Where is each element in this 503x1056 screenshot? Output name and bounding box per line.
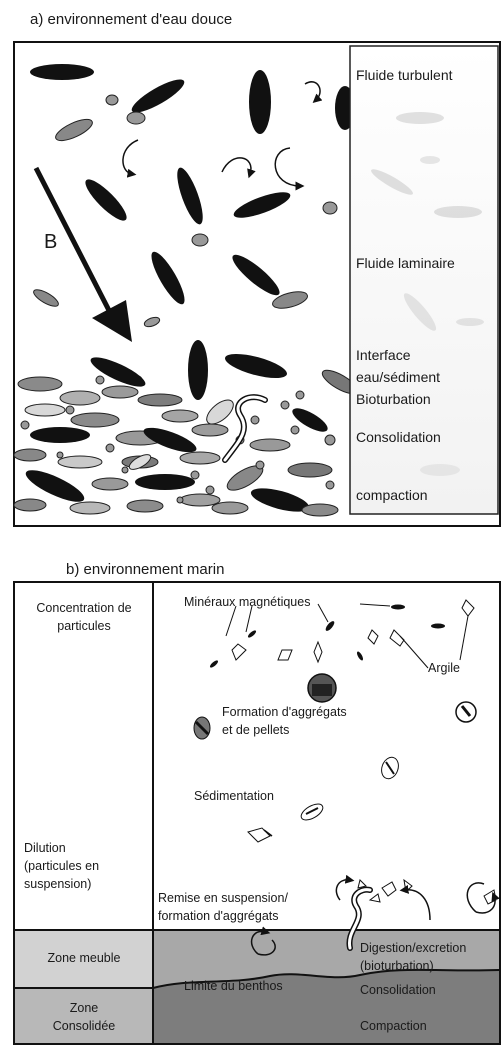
label-laminaire: Fluide laminaire xyxy=(356,255,455,271)
label-concentration-1: Concentration de xyxy=(36,601,131,615)
label-turbulent: Fluide turbulent xyxy=(356,67,453,83)
label-zone-consolidee-2: Consolidée xyxy=(53,1019,116,1033)
label-zone-consolidee-1: Zone xyxy=(70,1001,99,1015)
label-concentration-2: particules xyxy=(57,619,111,633)
label-remise-2: formation d'aggrégats xyxy=(158,909,279,923)
label-compaction-b: Compaction xyxy=(360,1019,427,1033)
label-interface-1: Interface xyxy=(356,347,411,363)
label-zone-meuble: Zone meuble xyxy=(48,951,121,965)
label-remise-1: Remise en suspension/ xyxy=(158,891,288,905)
label-mineraux: Minéraux magnétiques xyxy=(184,595,310,609)
label-sedimentation: Sédimentation xyxy=(194,789,274,803)
label-bioturbation: Bioturbation xyxy=(356,391,431,407)
label-consolidation-b: Consolidation xyxy=(360,983,436,997)
label-consolidation: Consolidation xyxy=(356,429,441,445)
panel-a-title: a) environnement d'eau douce xyxy=(30,11,232,28)
label-digestion-1: Digestion/excretion xyxy=(360,941,466,955)
label-limite: Limite du benthos xyxy=(184,979,283,993)
label-aggregats-2: et de pellets xyxy=(222,723,289,737)
label-dilution-3: suspension) xyxy=(24,877,91,891)
arrow-label: B xyxy=(44,231,57,253)
label-interface-2: eau/sédiment xyxy=(356,369,440,385)
label-dilution-1: Dilution xyxy=(24,841,66,855)
label-argile: Argile xyxy=(428,661,460,675)
label-digestion-2: (bioturbation) xyxy=(360,959,434,973)
panel-b-title: b) environnement marin xyxy=(66,561,224,578)
label-dilution-2: (particules en xyxy=(24,859,99,873)
label-compaction: compaction xyxy=(356,487,428,503)
label-aggregats-1: Formation d'aggrégats xyxy=(222,705,347,719)
